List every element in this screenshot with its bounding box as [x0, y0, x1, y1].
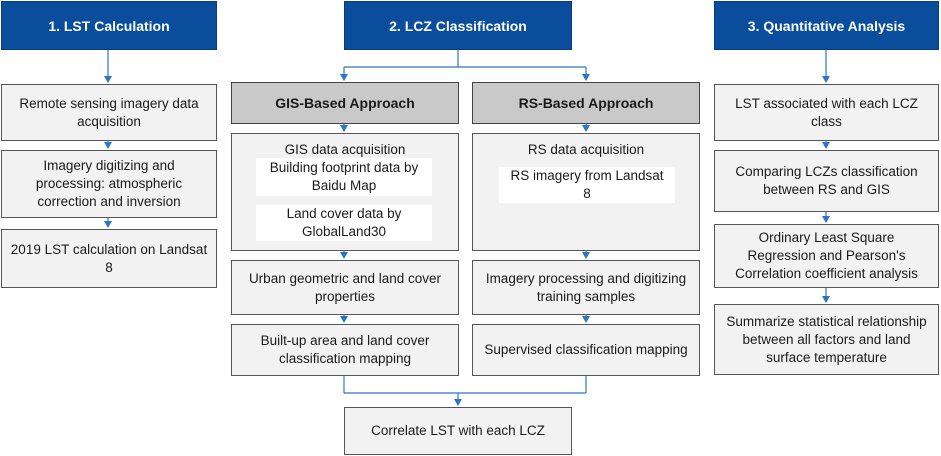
gis-step-urban-geometric: Urban geometric and land cover propertie…	[231, 260, 459, 315]
qa-step-compare-rs-gis: Comparing LCZs classification between RS…	[714, 150, 939, 212]
rs-step-supervised-mapping: Supervised classification mapping	[472, 324, 700, 376]
lst-step-calculation: 2019 LST calculation on Landsat 8	[1, 229, 217, 288]
rs-step-imagery-processing: Imagery processing and digitizing traini…	[472, 260, 700, 315]
lst-step-acquisition: Remote sensing imagery data acquisition	[1, 84, 217, 141]
gis-source-land-cover: Land cover data by GlobalLand30	[256, 205, 432, 241]
quantitative-analysis-header: 3. Quantitative Analysis	[714, 1, 939, 50]
gis-approach-title: GIS-Based Approach	[231, 82, 459, 124]
gis-source-building-footprint: Building footprint data by Baidu Map	[256, 158, 432, 196]
rs-data-acquisition-title: RS data acquisition	[527, 142, 645, 157]
qa-step-regression: Ordinary Least Square Regression and Pea…	[714, 224, 939, 288]
gis-data-acquisition-title: GIS data acquisition	[284, 142, 406, 157]
lst-step-processing: Imagery digitizing and processing: atmos…	[1, 150, 217, 218]
rs-approach-title: RS-Based Approach	[472, 82, 700, 124]
lcz-classification-header: 2. LCZ Classification	[344, 1, 572, 50]
rs-data-acquisition-panel: RS data acquisition RS imagery from Land…	[472, 133, 700, 251]
lst-calculation-header: 1. LST Calculation	[1, 1, 217, 50]
correlate-lst-lcz-box: Correlate LST with each LCZ	[344, 407, 572, 455]
gis-step-classification-mapping: Built-up area and land cover classificat…	[231, 324, 459, 376]
qa-step-lst-per-lcz: LST associated with each LCZ class	[714, 84, 939, 141]
qa-step-summarize: Summarize statistical relationship betwe…	[714, 304, 939, 375]
gis-data-acquisition-panel: GIS data acquisition Building footprint …	[231, 133, 459, 251]
rs-source-landsat: RS imagery from Landsat 8	[499, 167, 675, 203]
